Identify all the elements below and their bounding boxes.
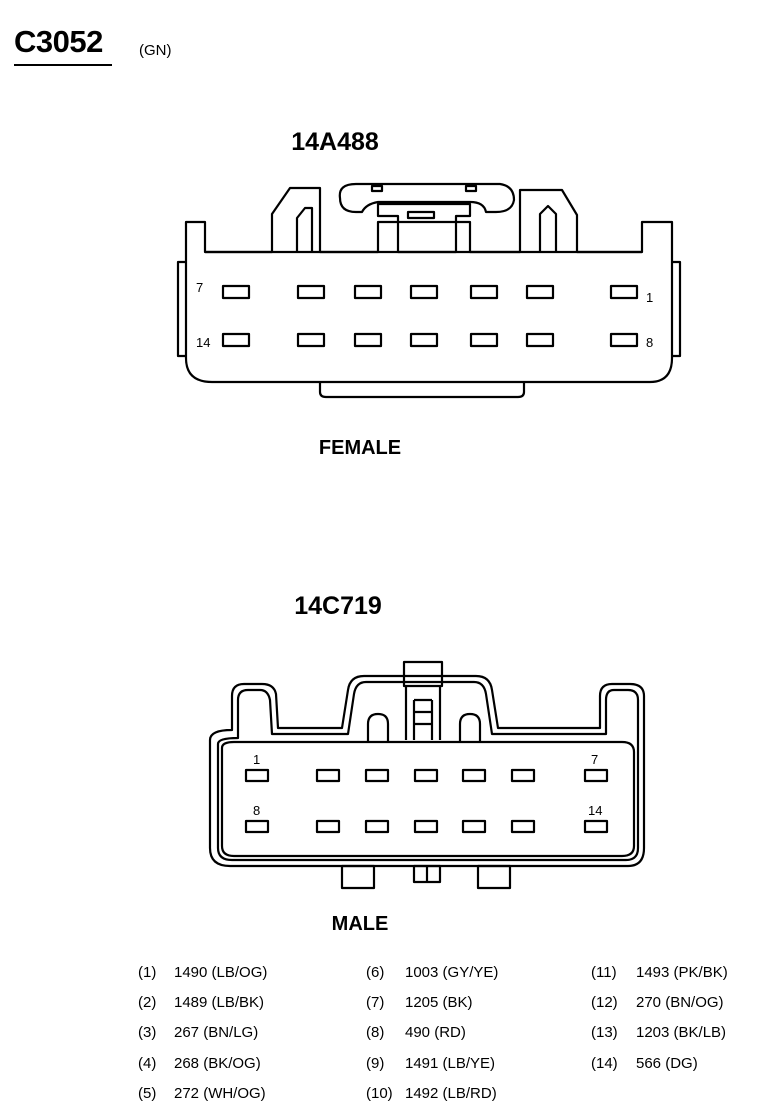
legend-circuit: 1003 (GY/YE): [405, 964, 499, 981]
male-pin-label-bottom-left: 8: [253, 803, 260, 818]
legend-pin-number: (13): [591, 1024, 618, 1041]
female-pin-row-top: [221, 284, 639, 300]
legend-circuit: 1205 (BK): [405, 994, 473, 1011]
male-pin-label-top-right: 7: [591, 752, 598, 767]
female-label: FEMALE: [318, 437, 402, 459]
legend-pin-number: (10): [366, 1085, 393, 1102]
connector-color: (GN): [139, 42, 172, 59]
legend-circuit: 1203 (BK/LB): [636, 1024, 727, 1041]
legend-pin-number: (4): [138, 1055, 157, 1072]
male-label: MALE: [331, 913, 389, 935]
legend-circuit: 1492 (LB/RD): [405, 1085, 497, 1102]
legend-pin-number: (2): [138, 994, 157, 1011]
legend-circuit: 1490 (LB/OG): [174, 964, 268, 981]
female-pin-label-top-left: 7: [196, 280, 203, 295]
female-pin-label-top-right: 1: [646, 290, 653, 305]
legend-pin-number: (8): [366, 1024, 385, 1041]
legend-pin-number: (6): [366, 964, 385, 981]
legend-circuit: 1491 (LB/YE): [405, 1055, 496, 1072]
female-pin-label-bottom-left: 14: [196, 335, 210, 350]
legend-pin-number: (9): [366, 1055, 385, 1072]
connector-id: C3052: [14, 24, 103, 59]
legend-circuit: 272 (WH/OG): [174, 1085, 266, 1102]
legend-pin-number: (5): [138, 1085, 157, 1102]
legend-pin-number: (1): [138, 964, 157, 981]
legend-circuit: 268 (BK/OG): [174, 1055, 261, 1072]
legend-circuit: 267 (BN/LG): [174, 1024, 259, 1041]
legend-pin-number: (14): [591, 1055, 618, 1072]
male-pin-row-top: [244, 768, 609, 783]
female-pin-row-bottom: [221, 332, 639, 348]
legend-pin-number: (11): [591, 964, 617, 981]
legend-pin-number: (12): [591, 994, 618, 1011]
male-connector-outline: [208, 660, 646, 890]
connector-id-underline: [14, 64, 112, 66]
male-pin-label-top-left: 1: [253, 752, 260, 767]
male-part-number: 14C719: [294, 592, 382, 620]
legend-pin-number: (3): [138, 1024, 157, 1041]
legend-circuit: 566 (DG): [636, 1055, 698, 1072]
legend-circuit: 490 (RD): [405, 1024, 466, 1041]
female-connector-outline: [176, 182, 682, 399]
legend-circuit: 270 (BN/OG): [636, 994, 724, 1011]
female-pin-label-bottom-right: 8: [646, 335, 653, 350]
legend-circuit: 1493 (PK/BK): [636, 964, 728, 981]
female-part-number: 14A488: [291, 128, 379, 156]
male-pin-label-bottom-right: 14: [588, 803, 602, 818]
legend-pin-number: (7): [366, 994, 385, 1011]
male-pin-row-bottom: [244, 819, 609, 834]
legend-circuit: 1489 (LB/BK): [174, 994, 265, 1011]
